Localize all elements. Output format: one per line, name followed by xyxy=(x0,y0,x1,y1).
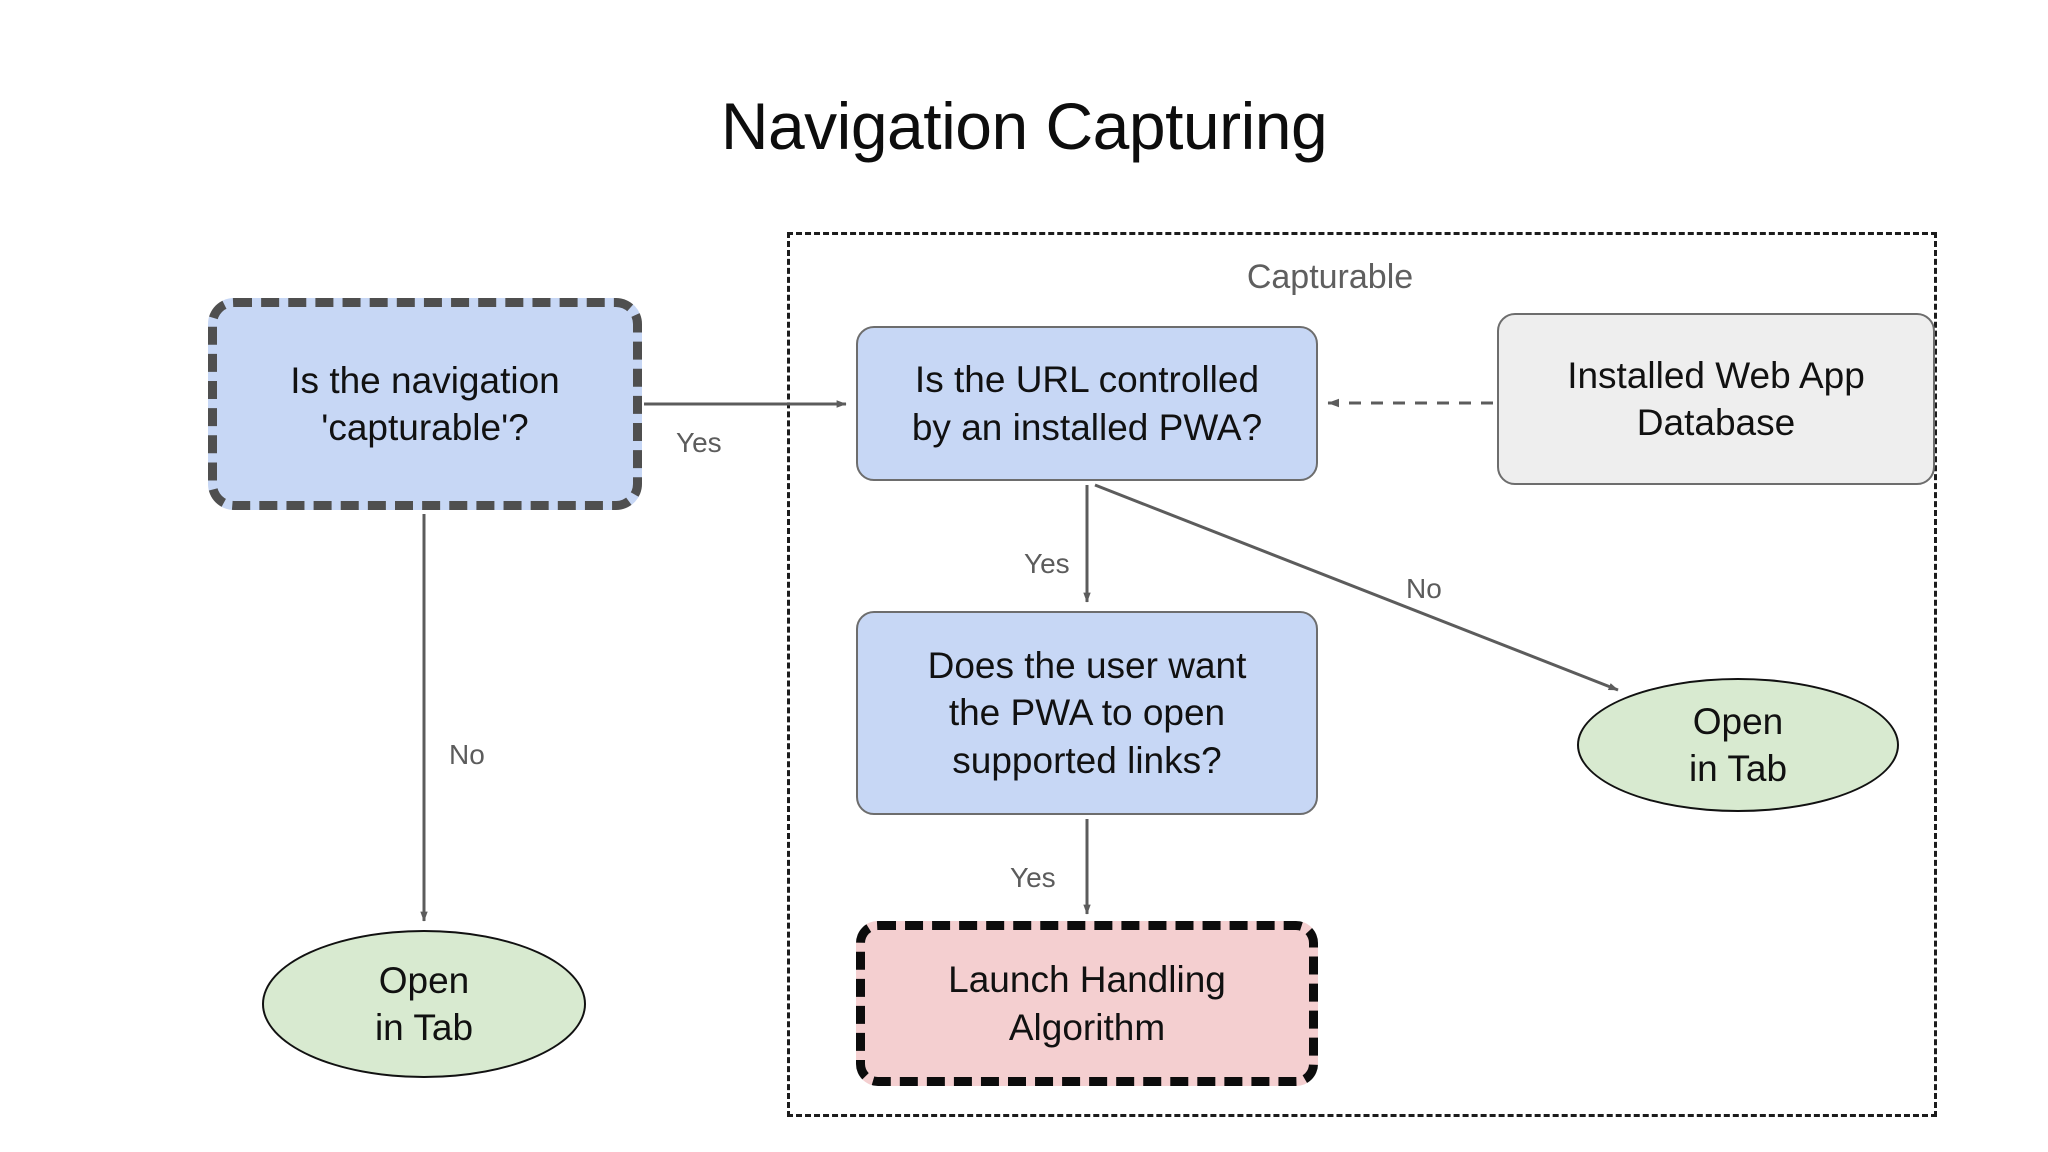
edge-label-user-yes: Yes xyxy=(1010,862,1056,893)
capturable-group-label: Capturable xyxy=(1246,258,1414,296)
edge-label-url-no: No xyxy=(1406,573,1442,604)
page-title: Navigation Capturing xyxy=(720,89,1328,163)
capturable-group-container xyxy=(787,232,1937,1117)
node-launch-handling-algorithm[interactable]: Launch Handling Algorithm xyxy=(856,921,1318,1086)
node-open-in-tab-right[interactable]: Open in Tab xyxy=(1577,678,1899,812)
node-is-url-controlled-by-pwa[interactable]: Is the URL controlled by an installed PW… xyxy=(856,326,1318,481)
node-installed-web-app-database[interactable]: Installed Web App Database xyxy=(1497,313,1935,485)
node-open-in-tab-left[interactable]: Open in Tab xyxy=(262,930,586,1078)
node-is-navigation-capturable[interactable]: Is the navigation 'capturable'? xyxy=(208,298,642,510)
edge-label-capturable-yes: Yes xyxy=(676,427,722,458)
edge-label-capturable-no: No xyxy=(449,739,485,770)
node-does-user-want-pwa-open-links[interactable]: Does the user want the PWA to open suppo… xyxy=(856,611,1318,815)
edge-label-url-yes: Yes xyxy=(1024,548,1070,579)
